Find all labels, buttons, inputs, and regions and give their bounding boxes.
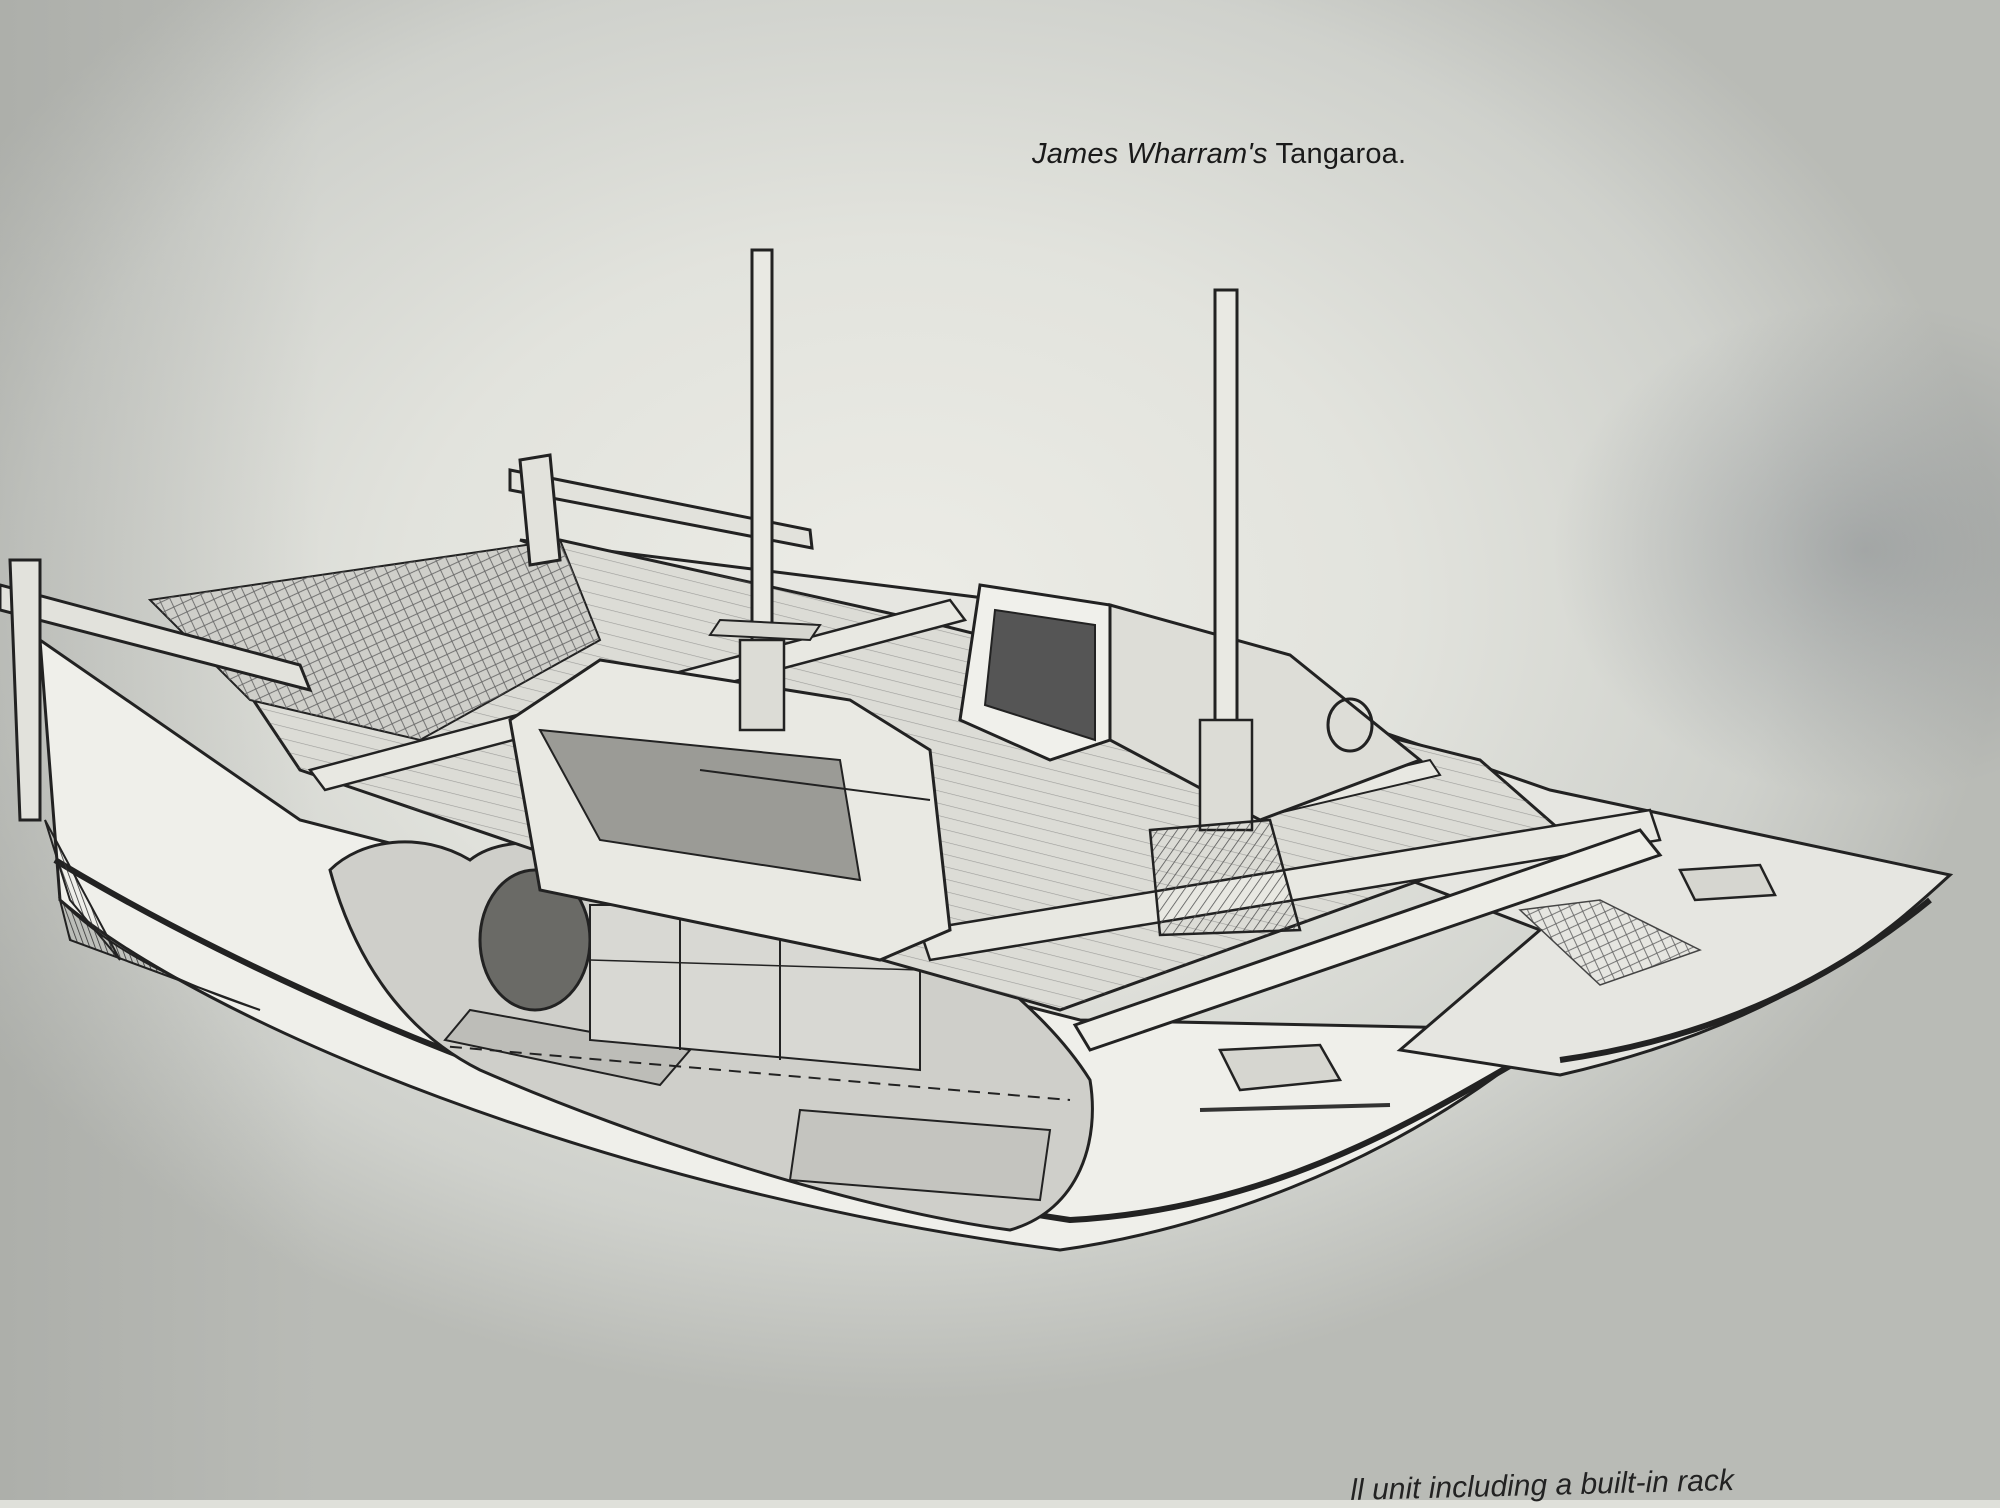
caption-designer: James Wharram's bbox=[1032, 138, 1268, 170]
illustration-caption: James Wharram's Tangaroa. bbox=[1032, 138, 1406, 171]
near-hull bbox=[38, 636, 1565, 1252]
caption-boat-name: Tangaroa. bbox=[1275, 138, 1407, 170]
page-shadow bbox=[1550, 300, 2000, 800]
deck-hatches bbox=[708, 618, 1777, 1092]
masts bbox=[738, 248, 1302, 937]
cabin-top bbox=[508, 658, 952, 962]
cabin-hatch bbox=[958, 583, 1423, 822]
